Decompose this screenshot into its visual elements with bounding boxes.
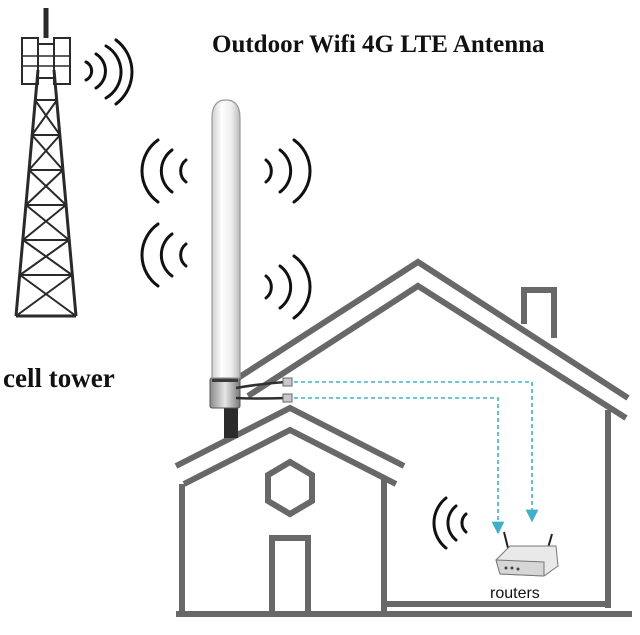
cell-tower-label: cell tower [3, 363, 115, 393]
router-icon [495, 531, 559, 577]
routers-label: routers [490, 585, 540, 602]
cell-tower-icon [14, 8, 78, 318]
diagram-title: Outdoor Wifi 4G LTE Antenna [212, 31, 545, 58]
cable-route-arrows [294, 381, 539, 535]
router-wifi-icon [432, 496, 468, 550]
antenna-signal-icon [140, 138, 312, 320]
tower-signal-icon [84, 38, 134, 106]
house-icon [174, 258, 632, 617]
antenna-icon [209, 99, 293, 438]
